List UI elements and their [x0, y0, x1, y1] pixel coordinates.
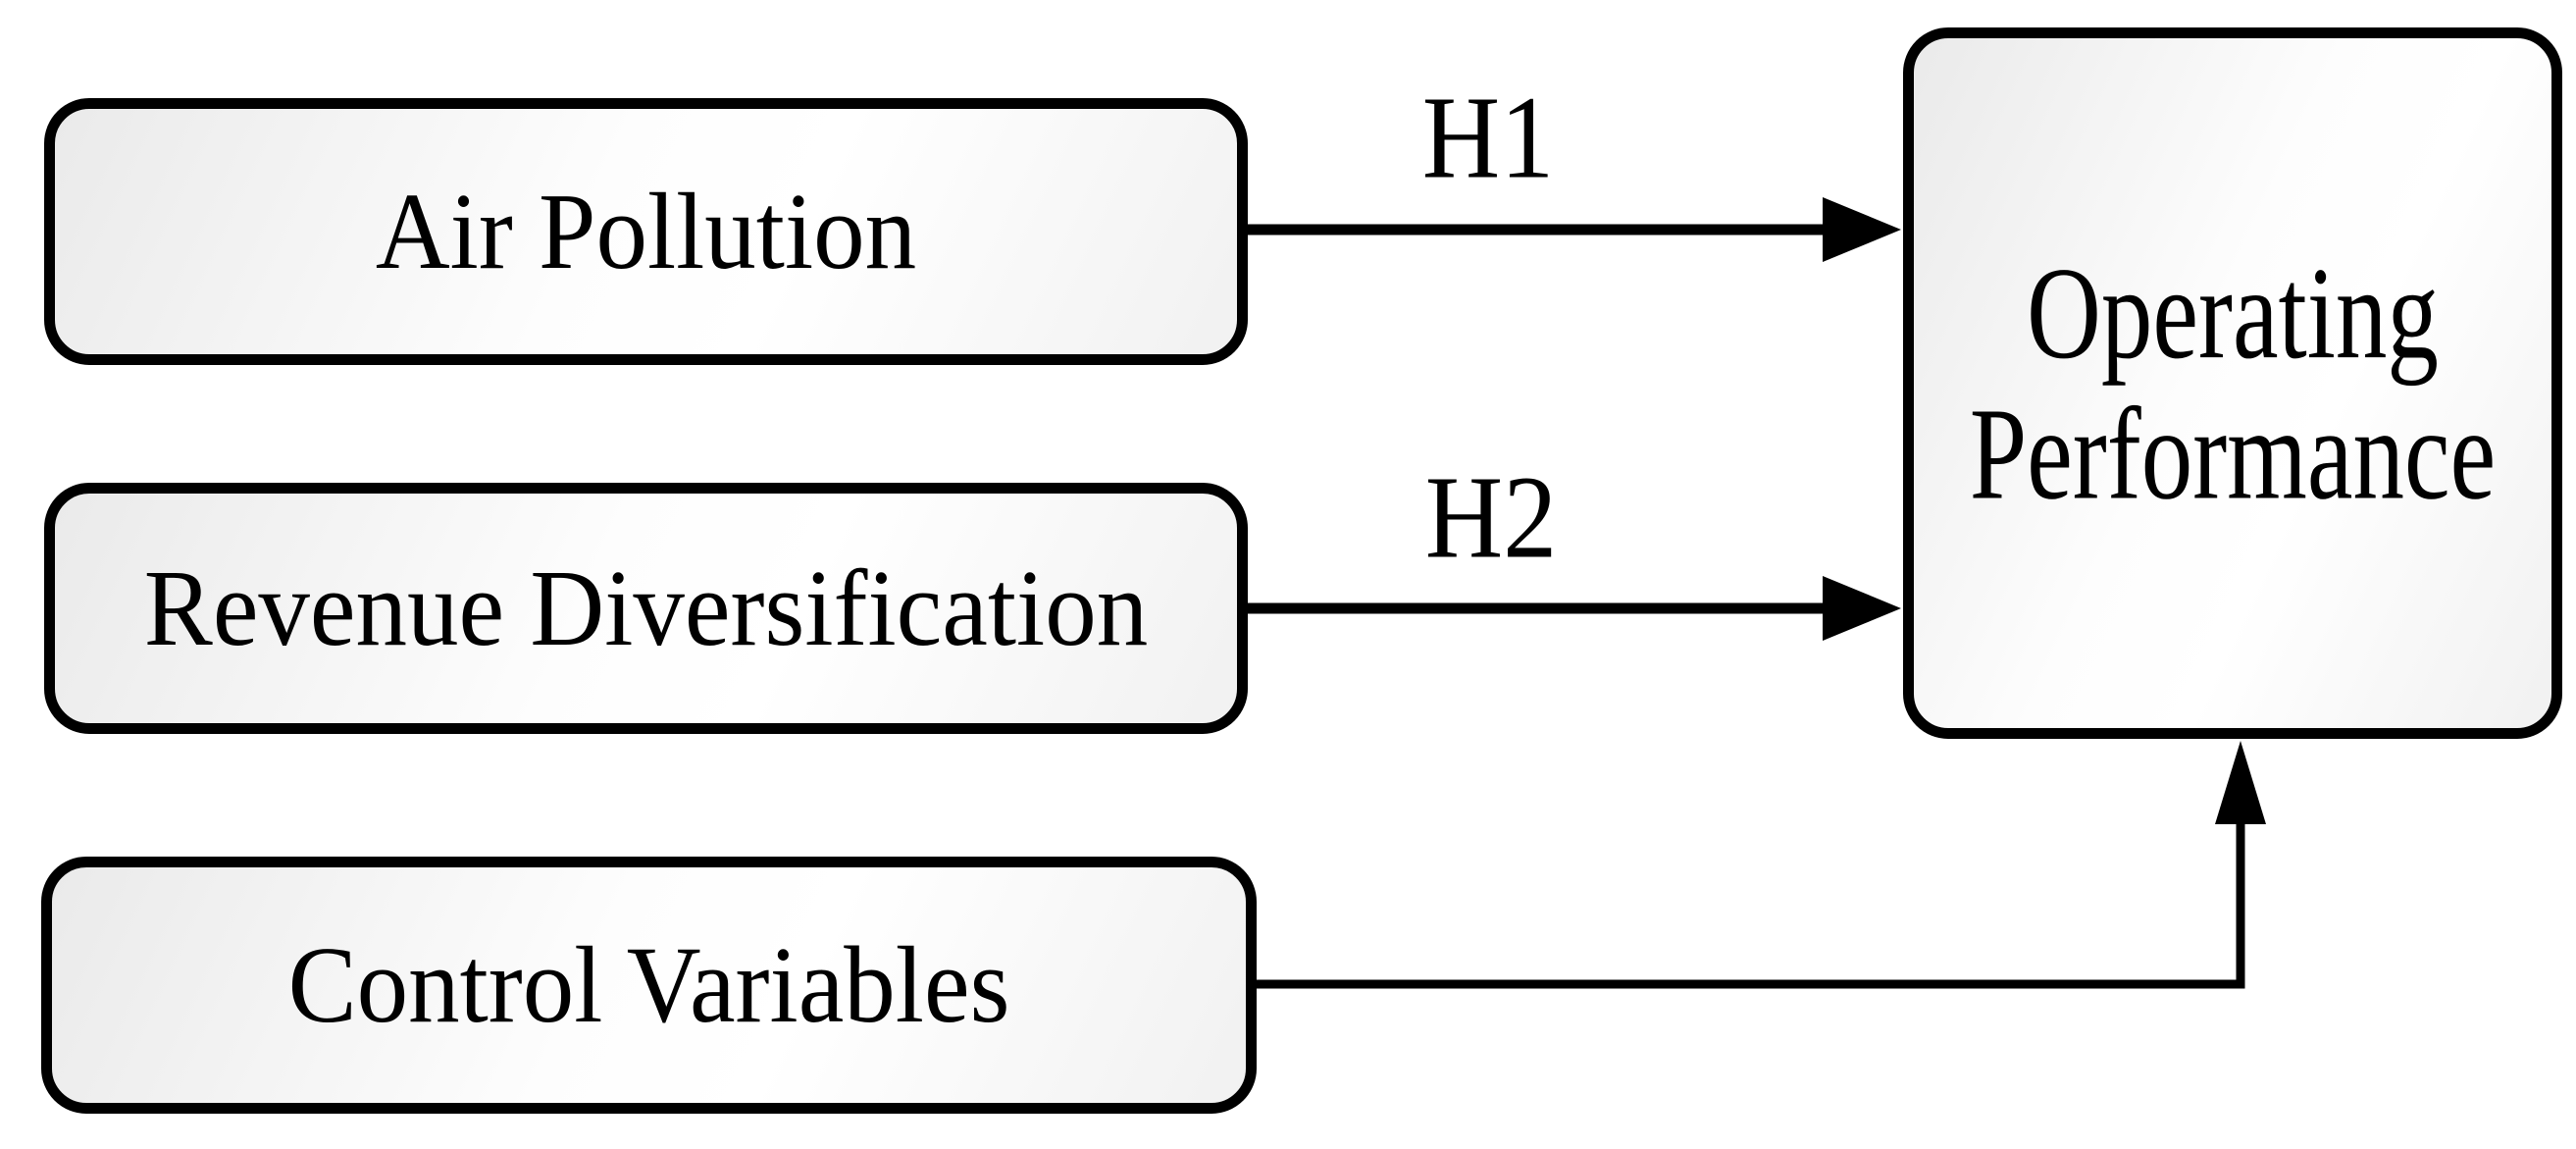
node-air-pollution: Air Pollution [44, 98, 1248, 365]
node-operating-performance-label-line1: Operating [2027, 238, 2439, 387]
arrow-control-variables-line [1255, 822, 2245, 989]
node-operating-performance-label: Operating Performance [1970, 242, 2496, 524]
arrow-control-variables [1255, 741, 2266, 989]
node-control-variables-label: Control Variables [287, 923, 1010, 1046]
arrow-control-variables-head-icon [2215, 741, 2266, 824]
arrow-h1-head-icon [1823, 197, 1901, 262]
node-control-variables: Control Variables [41, 857, 1257, 1114]
arrow-h2-head-icon [1823, 576, 1901, 641]
edge-label-h2: H2 [1424, 450, 1558, 584]
arrow-h1 [1246, 197, 1901, 262]
edge-label-h1: H1 [1421, 71, 1555, 204]
node-revenue-diversification-label: Revenue Diversification [143, 547, 1149, 669]
node-operating-performance-label-line2: Performance [1969, 379, 2497, 527]
arrow-h2 [1246, 576, 1901, 641]
node-operating-performance: Operating Performance [1903, 27, 2562, 739]
node-air-pollution-label: Air Pollution [375, 170, 917, 292]
node-revenue-diversification: Revenue Diversification [44, 483, 1248, 734]
